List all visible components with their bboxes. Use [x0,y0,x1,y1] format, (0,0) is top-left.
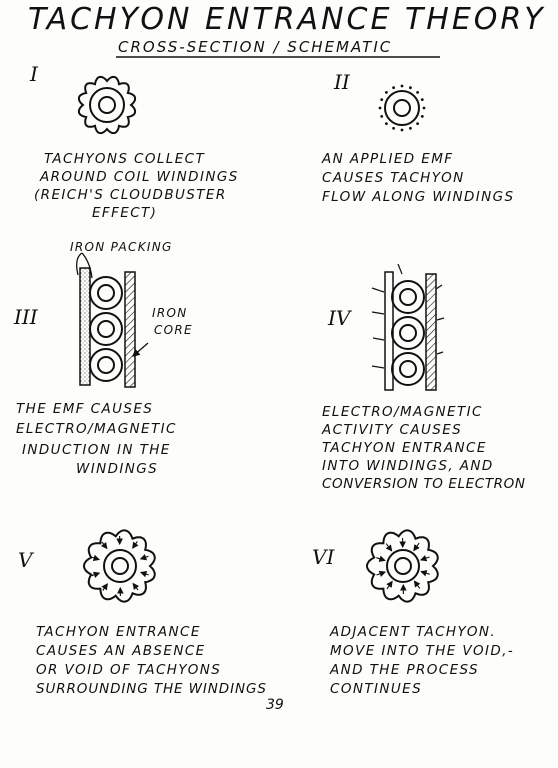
panel-1-scallop [77,75,137,135]
tachyon-arrow [139,553,149,561]
tachyon-arrow [413,542,420,552]
caption-line: CAUSES AN ABSENCE [36,643,206,659]
tachyon-arrow [386,580,393,590]
tachyon-dot [422,106,426,110]
tachyon-dot [385,91,388,94]
caption-line: TACHYON ENTRANCE [322,440,487,456]
panel-2-numeral: II [334,70,350,94]
caption-line: AND THE PROCESS [330,662,479,678]
tachyon-dot [378,106,382,110]
caption-line: OR VOID OF TACHYONS [36,662,222,678]
tachyon-dot [420,115,424,118]
caption-line: MOVE INTO THE VOID,- [330,643,515,659]
caption-line: INDUCTION IN THE [22,442,171,458]
tachyon-dot [416,91,419,94]
tachyon-arrow [385,543,393,552]
iron-packing-label: IRON PACKING [70,240,173,254]
caption-line: EFFECT) [92,205,158,221]
tachyon-arrow [101,583,108,591]
caption-line: AN APPLIED EMF [322,151,454,167]
caption-line: THE EMF CAUSES [16,401,154,417]
caption-line: ELECTRO/MAGNETIC [16,421,177,437]
caption-line: AROUND COIL WINDINGS [40,169,239,185]
caption-line: TACHYON ENTRANCE [36,624,201,640]
panel-3-drawing [76,252,149,388]
page-subtitle: CROSS-SECTION / SCHEMATIC [118,38,393,56]
tachyon-arrow [132,541,139,549]
caption-line: FLOW ALONG WINDINGS [322,189,515,205]
caption-line: WINDINGS [76,461,159,477]
iron-core-label-line1: IRON [152,306,188,320]
tachyon-arrow [139,570,149,578]
page-title: TACHYON ENTRANCE THEORY [28,2,546,37]
caption-line: INTO WINDINGS, AND [322,458,494,474]
panel-2-tachyon-dots [378,84,426,132]
tachyon-dot [416,122,419,125]
page-number: 39 [266,697,284,713]
tachyon-arrow [376,570,387,577]
panel-6-drawing [365,529,439,603]
panel-6-arrows [376,537,430,595]
tachyon-arrow [91,554,101,562]
tachyon-arrow [100,541,108,550]
panel-4-numeral: IV [328,306,351,330]
tachyon-dot [380,98,384,101]
panel-2-coil-drawing [384,90,420,126]
tachyon-dot [385,122,388,125]
tachyon-arrow [132,582,140,591]
iron-core-label-line2: CORE [154,323,193,337]
tachyon-arrow [420,570,430,577]
panel-5-drawing [82,529,156,603]
tachyon-dot [400,128,404,132]
tachyon-dot [420,98,424,101]
caption-line: CONTINUES [330,681,423,697]
tachyon-dot [400,84,404,88]
tachyon-arrow [91,571,101,579]
caption-line: ELECTRO/MAGNETIC [322,404,483,420]
tachyon-arrow [413,580,421,589]
tachyon-dot [380,115,384,118]
caption-line: CAUSES TACHYON [322,170,465,186]
tachyon-dot [409,86,412,90]
tachyon-arrow [376,555,386,562]
panel-6-numeral: VI [312,545,335,569]
caption-line: CONVERSION TO ELECTRON [322,476,526,492]
caption-line: (REICH'S CLOUDBUSTER [34,187,227,203]
caption-line: ACTIVITY CAUSES [322,422,463,438]
panel-3-numeral: III [14,305,38,329]
tachyon-dot [392,126,395,130]
panel-4-drawing [371,263,445,391]
caption-line: SURROUNDING THE WINDINGS [36,681,267,697]
panel-5-numeral: V [18,548,33,572]
panel-1-numeral: I [30,62,38,86]
panel-5-arrows [91,535,149,597]
tachyon-dot [409,126,412,130]
panel-1-coil-drawing [77,75,137,135]
tachyon-arrow [419,555,430,562]
tachyon-dot [392,86,395,90]
caption-line: TACHYONS COLLECT [44,151,206,167]
caption-line: ADJACENT TACHYON. [330,624,497,640]
